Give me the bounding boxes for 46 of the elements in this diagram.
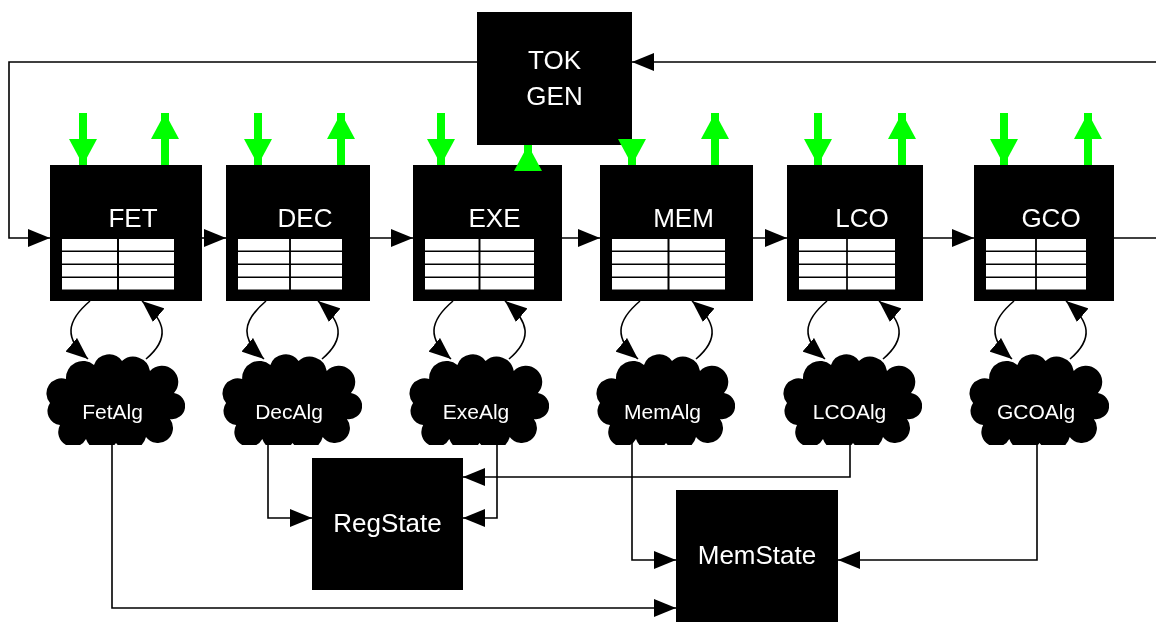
node-label: EXE	[467, 202, 521, 235]
arrow	[561, 229, 601, 247]
process-box	[312, 458, 463, 590]
node-label: DEC	[276, 202, 333, 235]
node-label: MemAlg	[624, 398, 701, 425]
node-label: FET	[107, 202, 158, 235]
node-label: GCO	[1020, 202, 1081, 235]
stage-box	[226, 165, 370, 301]
arrow	[317, 300, 341, 360]
node-label: ExeAlg	[442, 398, 510, 425]
arrow	[141, 300, 165, 360]
port-arrow	[514, 145, 542, 171]
arrow	[878, 300, 902, 360]
arrow	[201, 229, 227, 247]
arrow	[369, 229, 414, 247]
arrow	[1065, 300, 1089, 360]
arrow	[504, 300, 528, 360]
arrow	[691, 300, 715, 360]
port-arrow	[618, 139, 646, 165]
arrow	[631, 53, 1156, 71]
connector-line	[1113, 237, 1156, 239]
stage-box	[600, 165, 753, 301]
node-label: RegState	[333, 507, 442, 541]
stage-box	[974, 165, 1114, 301]
process-box	[477, 12, 632, 145]
node-label: MemState	[697, 539, 817, 573]
arrow	[65, 300, 91, 360]
arrow	[922, 229, 975, 247]
stage-box	[787, 165, 923, 301]
node-label: DecAlg	[255, 398, 323, 425]
node-label: FetAlg	[82, 398, 143, 425]
node-label: TOK GEN	[525, 44, 584, 113]
arrow	[428, 300, 454, 360]
node-label: MEM	[652, 202, 714, 235]
node-label: GCOAlg	[996, 398, 1076, 425]
arrow	[802, 300, 828, 360]
arrow	[752, 229, 788, 247]
arrow	[8, 61, 478, 247]
stage-box	[50, 165, 202, 301]
stage-box	[413, 165, 562, 301]
node-label: LCOAlg	[812, 398, 887, 425]
arrow	[989, 300, 1015, 360]
arrow	[615, 300, 641, 360]
arrow	[241, 300, 267, 360]
process-box	[676, 490, 838, 622]
node-label: LCO	[834, 202, 889, 235]
